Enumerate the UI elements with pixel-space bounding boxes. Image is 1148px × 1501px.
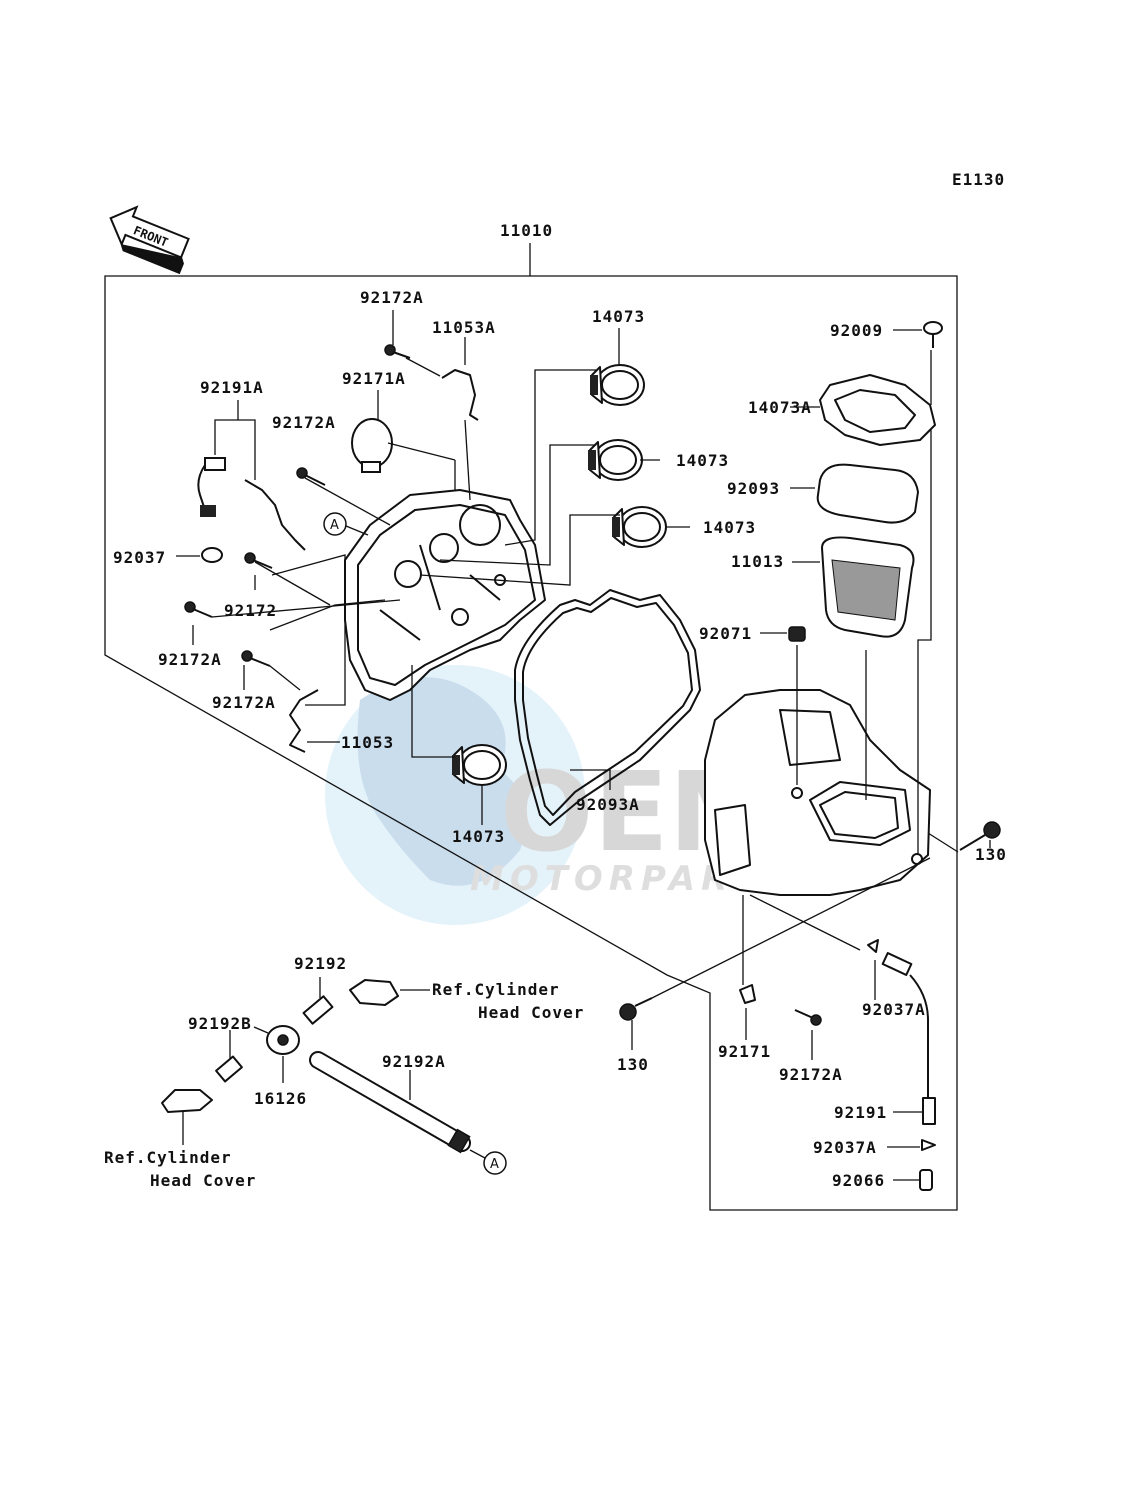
label-16126: 16126 — [254, 1089, 307, 1108]
label-14073A: 14073A — [748, 398, 812, 417]
label-ref-cylinder-1-line2: Head Cover — [478, 1003, 584, 1022]
label-92172A-mid: 92172A — [272, 413, 336, 432]
screw-92172A-bottom — [794, 1009, 822, 1026]
label-92066: 92066 — [832, 1171, 885, 1190]
clip-92037 — [201, 547, 223, 563]
bolt-92172A-left — [184, 601, 213, 618]
label-92009: 92009 — [830, 321, 883, 340]
bracket-11053A — [441, 369, 479, 421]
clip-92037A-2 — [921, 1139, 936, 1151]
gasket-92093 — [816, 463, 919, 524]
valve-assy-top — [349, 979, 399, 1006]
label-ref-cylinder-2-line1: Ref.Cylinder — [104, 1148, 232, 1167]
label-92192B: 92192B — [188, 1014, 252, 1033]
label-92093: 92093 — [727, 479, 780, 498]
callout-a-bottom: A — [469, 1149, 507, 1175]
gasket-92093A-inner — [522, 597, 693, 816]
hose-92191A — [197, 464, 306, 551]
label-11053: 11053 — [341, 733, 394, 752]
bolt-92172A-low — [241, 650, 271, 667]
label-92171: 92171 — [718, 1042, 771, 1061]
label-ref-cylinder-2-line2: Head Cover — [150, 1171, 256, 1190]
front-arrow-icon: FRONT — [109, 205, 190, 275]
label-11053A: 11053A — [432, 318, 496, 337]
callout-a-top: A — [323, 512, 369, 536]
bolt-92172A-mid — [296, 467, 326, 486]
label-92037A-1: 92037A — [862, 1000, 926, 1019]
intake-boot-14073-4 — [452, 744, 507, 786]
diagram-code: E1130 — [952, 170, 1005, 189]
clip-92037A-1 — [867, 939, 879, 953]
plug-92066 — [919, 1169, 933, 1191]
label-14073-1: 14073 — [592, 307, 645, 326]
intake-boot-14073-3 — [612, 506, 667, 548]
label-92172A-bottom: 92172A — [779, 1065, 843, 1084]
grommet-92071 — [788, 626, 806, 642]
label-92191A: 92191A — [200, 378, 264, 397]
clamp-92171A — [351, 418, 393, 473]
hose-92191-short — [881, 952, 913, 976]
label-92192A: 92192A — [382, 1052, 446, 1071]
part-labels: 92172A 11053A 14073 92009 92171A 92191A … — [104, 288, 1007, 1190]
label-ref-cylinder-1-line1: Ref.Cylinder — [432, 980, 560, 999]
air-box-housing — [704, 689, 931, 896]
label-14073-3: 14073 — [703, 518, 756, 537]
hose-92192A — [309, 1051, 471, 1154]
bolt-92172 — [244, 552, 273, 569]
label-130-bottom: 130 — [617, 1055, 649, 1074]
intake-boot-14073-1 — [590, 364, 645, 406]
label-92093A: 92093A — [576, 795, 640, 814]
cap-14073A — [819, 374, 936, 446]
label-92071: 92071 — [699, 624, 752, 643]
label-92172A-low: 92172A — [212, 693, 276, 712]
label-92171A: 92171A — [342, 369, 406, 388]
hose-92191 — [922, 1097, 936, 1125]
hose-92192B — [215, 1055, 243, 1083]
label-92172: 92172 — [224, 601, 277, 620]
label-14073-4: 14073 — [452, 827, 505, 846]
label-14073-2: 14073 — [676, 451, 729, 470]
svg-text:A: A — [330, 518, 339, 533]
label-130-right: 130 — [975, 845, 1007, 864]
bracket-11053 — [289, 689, 319, 753]
bolt-130-bottom — [619, 997, 653, 1021]
label-92037: 92037 — [113, 548, 166, 567]
valve-16126 — [266, 1025, 300, 1055]
label-92192: 92192 — [294, 954, 347, 973]
filter-element-11013 — [821, 536, 915, 638]
bolt-92172A-top — [384, 344, 411, 359]
svg-text:A: A — [490, 1157, 499, 1172]
label-92191: 92191 — [834, 1103, 887, 1122]
bolt-130-right — [959, 821, 1001, 851]
intake-boot-14073-2 — [588, 439, 643, 481]
gasket-92093A — [514, 589, 701, 826]
label-92172A-left: 92172A — [158, 650, 222, 669]
label-92037A-2: 92037A — [813, 1138, 877, 1157]
leader-lines — [176, 310, 991, 1181]
label-11013: 11013 — [731, 552, 784, 571]
assembly-bracket: 11010 — [104, 221, 958, 1211]
valve-assy-bottom — [161, 1089, 213, 1113]
hose-92192 — [302, 995, 334, 1025]
label-92172A-top: 92172A — [360, 288, 424, 307]
screw-92009 — [923, 321, 943, 348]
label-11010: 11010 — [500, 221, 553, 240]
clip-92171 — [739, 984, 756, 1004]
